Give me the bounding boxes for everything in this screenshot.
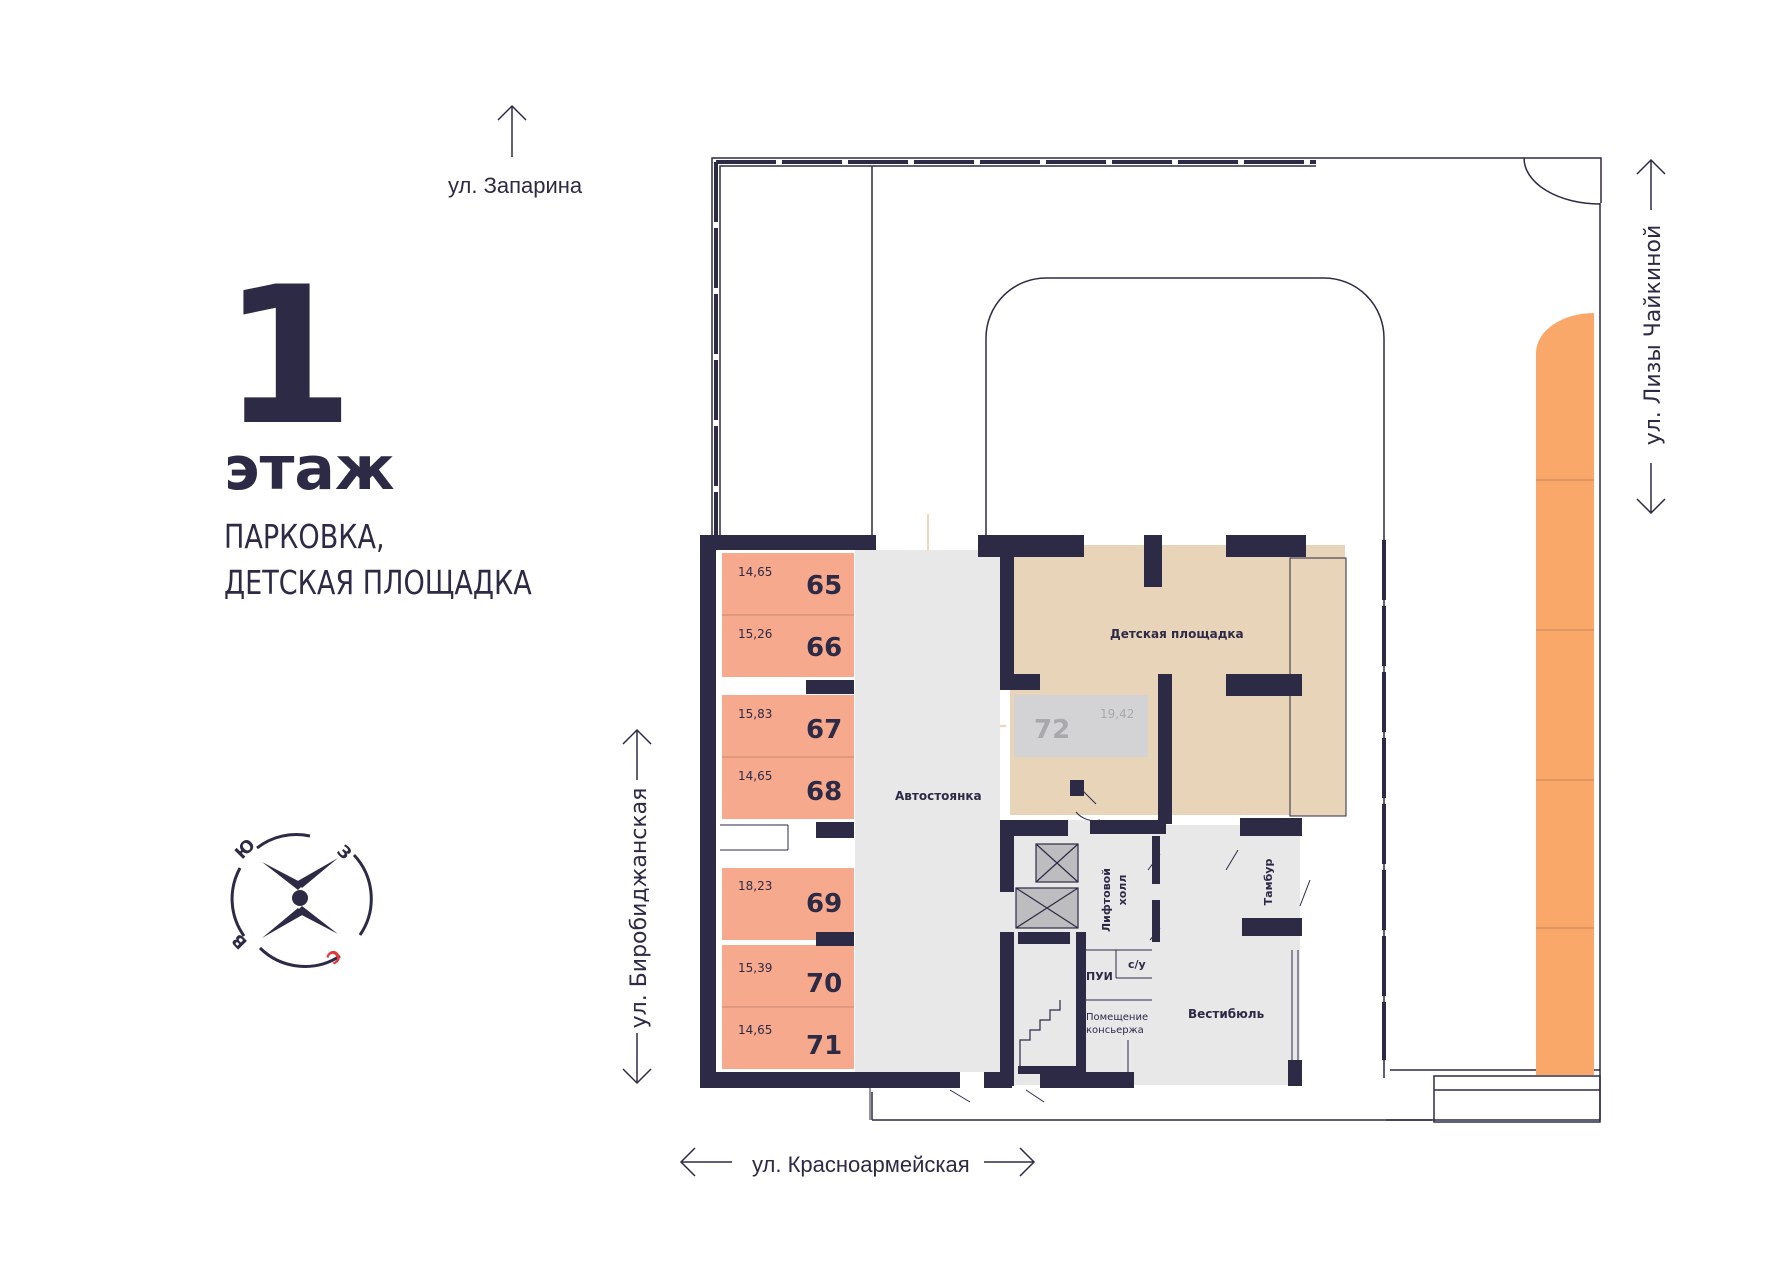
space-area: 15,83: [738, 707, 772, 721]
floor-subtitle: ПАРКОВКА, ДЕТСКАЯ ПЛОЩАДКА: [224, 514, 532, 606]
floor-number: 1: [222, 246, 354, 467]
site-fence: [714, 160, 1386, 1060]
space-number: 67: [806, 715, 842, 745]
east-parking-strip[interactable]: [1536, 353, 1594, 1075]
compass-letter-west: З: [332, 841, 355, 864]
arrow-east-icon: [1636, 158, 1666, 515]
parking-space-65[interactable]: [722, 553, 854, 615]
space-area: 14,65: [738, 1023, 772, 1037]
room-tambour-label: Тамбур: [1262, 859, 1275, 906]
street-south-label: ул. Красноармейская: [752, 1152, 970, 1177]
room-wc-label: с/у: [1128, 958, 1146, 971]
space-number: 68: [806, 777, 842, 807]
room-concierge-label-1: Помещение: [1086, 1012, 1148, 1023]
space-number: 65: [806, 571, 842, 601]
arrow-south-icon: [679, 1147, 1036, 1177]
room-concierge-label-2: консьержа: [1086, 1025, 1144, 1036]
space-area: 14,65: [738, 769, 772, 783]
space-labels: 14,65 65 15,26 66 15,83 67 14,65 68 18,2…: [738, 565, 1134, 1061]
room-parking-label: Автостоянка: [895, 789, 982, 803]
room-pui-label: ПУИ: [1086, 970, 1113, 983]
space-number: 66: [806, 633, 842, 663]
parking-space-71[interactable]: [722, 1007, 854, 1069]
parking-space-70[interactable]: [722, 945, 854, 1007]
space-number: 72: [1034, 715, 1070, 745]
street-east-label: ул. Лизы Чайкиной: [1641, 225, 1666, 446]
room-playground-label: Детская площадка: [1110, 627, 1244, 641]
walls: [700, 535, 1306, 1088]
compass-icon: Ю З С В: [228, 833, 373, 968]
parking-space-69[interactable]: [722, 868, 854, 940]
parking-space-68[interactable]: [722, 757, 854, 819]
floor-word: этаж: [224, 434, 395, 504]
parking-space-72[interactable]: [1014, 695, 1148, 757]
space-number: 71: [806, 1031, 842, 1061]
subtitle-line-2: ДЕТСКАЯ ПЛОЩАДКА: [224, 563, 532, 602]
space-area: 18,23: [738, 879, 772, 893]
door-swings: [949, 783, 1311, 1103]
arrow-north-icon: [497, 104, 527, 157]
street-north-label: ул. Запарина: [448, 173, 583, 198]
arrow-west-icon: [622, 728, 652, 1085]
elevator-icons: [1015, 843, 1079, 1068]
compass-letter-south: Ю: [231, 835, 259, 863]
parking-space-66[interactable]: [722, 615, 854, 677]
room-lift-hall-label-1: Лифтовой: [1100, 868, 1113, 932]
room-vestibule-label: Вестибюль: [1188, 1007, 1265, 1021]
room-lift-hall-label-2: холл: [1116, 875, 1129, 906]
street-west-label: ул. Биробиджанская: [627, 788, 652, 1029]
subtitle-line-1: ПАРКОВКА,: [224, 517, 385, 556]
space-number: 69: [806, 889, 842, 919]
space-area: 14,65: [738, 565, 772, 579]
parking-space-67[interactable]: [722, 695, 854, 757]
space-area: 15,26: [738, 627, 772, 641]
compass-letter-east: В: [228, 929, 251, 952]
space-area: 15,39: [738, 961, 772, 975]
railing: [1433, 1075, 1601, 1123]
room-labels: Автостоянка Детская площадка Вестибюль П…: [895, 627, 1275, 1036]
space-area: 19,42: [1100, 707, 1134, 721]
parking-spaces: [722, 553, 1148, 1069]
space-number: 70: [806, 969, 842, 999]
